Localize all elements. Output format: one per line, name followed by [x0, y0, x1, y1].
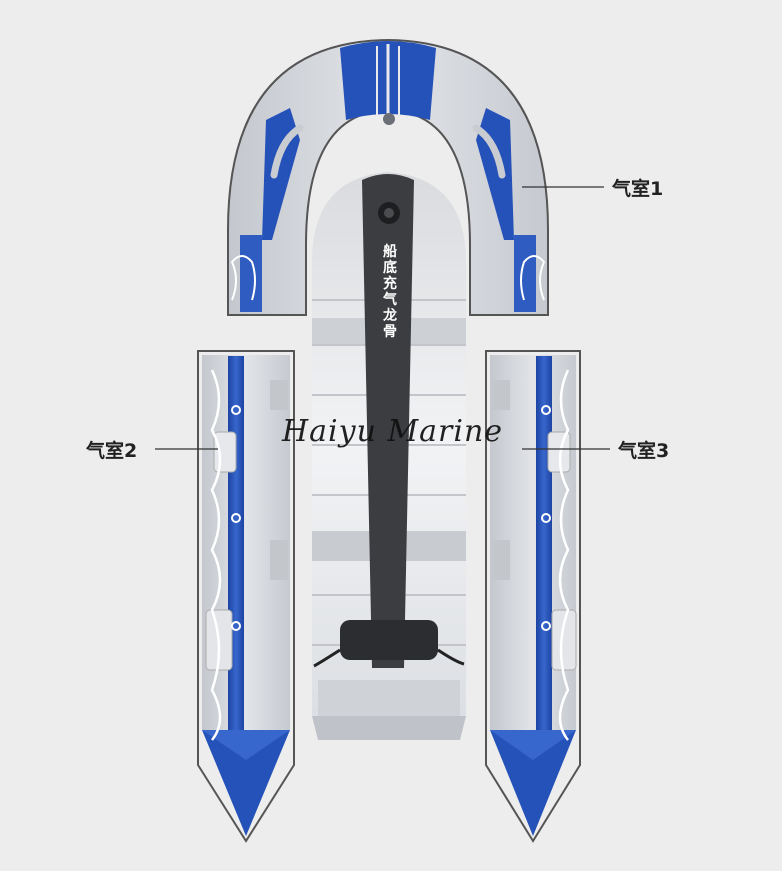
bow-tube — [227, 38, 549, 316]
left-tube — [197, 350, 295, 843]
keel — [313, 174, 465, 668]
chamber-1-label: 气室1 — [612, 178, 664, 200]
right-tube — [485, 350, 581, 843]
chamber-3-label: 气室3 — [618, 440, 670, 462]
chamber-2-label: 气室2 — [86, 440, 138, 462]
watermark-text: Haiyu Marine — [282, 414, 504, 449]
keel-label: 船底充气龙骨 — [383, 244, 397, 340]
